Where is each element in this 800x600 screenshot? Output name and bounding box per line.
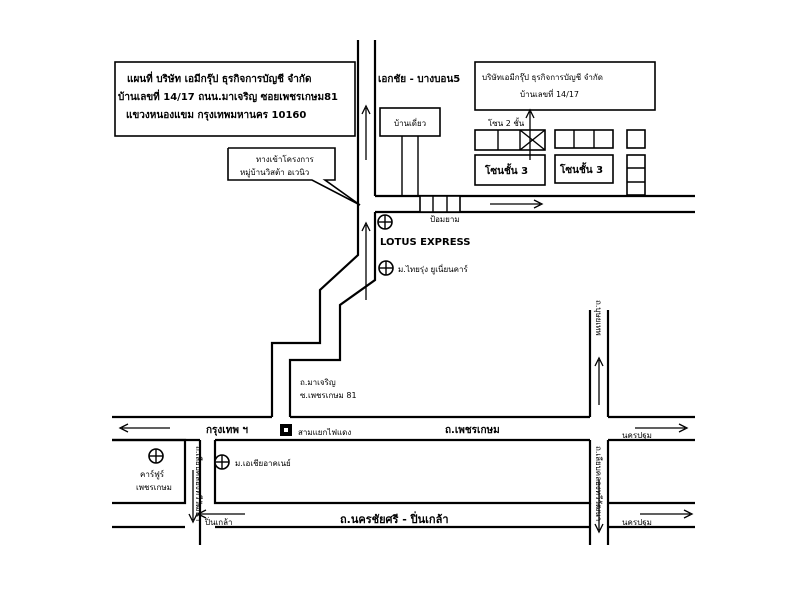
callout-company-line2: บ้านเลขที่ 14/17 xyxy=(520,88,579,99)
small-building-top xyxy=(626,129,646,149)
traffic-light-marker-inner xyxy=(284,428,288,432)
callout-main-line2: บ้านเลขที่ 14/17 ถนน.มาเจริญ ซอยเพชรเกษม… xyxy=(118,89,338,103)
label-macharoen-2: ซ.เพชรเกษม 81 xyxy=(300,391,357,400)
label-thai-rung: ม.ไทยรุ่ง ยูเนี่ยนคาร์ xyxy=(398,263,468,275)
label-left-vertical-road: ถ.เลียบคลองทวีวัฒนา xyxy=(194,446,203,521)
zone3-right-building xyxy=(554,154,614,184)
road-macharoen-right-edge xyxy=(288,212,377,417)
arrow-left-phetkasem xyxy=(118,423,170,433)
arrow-up-right-road xyxy=(594,356,604,405)
label-lotus-express: LOTUS EXPRESS xyxy=(380,237,471,248)
arrow-up-company xyxy=(525,108,535,160)
arrow-down-right-vertical xyxy=(594,480,604,534)
arrow-right-upper-road xyxy=(490,199,544,209)
label-pinklao: ปิ่นเกล้า xyxy=(204,516,232,527)
callout-main-line3: แขวงหนองแขม กรุงเทพมหานคร 10160 xyxy=(126,110,306,121)
label-right-vertical-road-top: ถ.บุษยเทพ xyxy=(594,300,603,336)
block-carrefour-outline xyxy=(112,438,187,505)
callout-main-line1: แผนที่ บริษัท เอมีกรุ๊ป ธุรกิจการบัญชี จ… xyxy=(127,71,311,85)
label-zone2: โซน 2 ชั้น xyxy=(488,117,525,128)
arrow-right-phetkasem xyxy=(635,423,689,433)
row-building-top xyxy=(554,129,614,149)
landmark-lotus-icon xyxy=(377,214,393,230)
guard-post xyxy=(419,195,461,213)
road-nakhonchaisri-top-edge xyxy=(213,440,592,505)
label-carfour-2: เพชรเกษม xyxy=(136,483,172,492)
arrow-down-left-vertical xyxy=(188,470,198,524)
arrow-right-nakhonchaisri xyxy=(640,509,694,519)
callout-entrance-line1: ทางเข้าโครงการ xyxy=(256,154,315,164)
tall-building-right xyxy=(626,154,646,196)
label-asia-academy: ม.เอเชียอาคเนย์ xyxy=(235,458,291,468)
label-guard-post: ป้อมยาม xyxy=(430,215,460,224)
zone2-building xyxy=(474,129,546,151)
label-ekachai-bangbon: เอกชัย - บางบอน5 xyxy=(378,73,460,85)
arrow-up-macharoen xyxy=(361,221,371,300)
label-zone3-left: โซนชั้น 3 xyxy=(484,163,528,177)
label-bangkok: กรุงเทพ ฯ xyxy=(206,425,248,436)
house-ban-diao xyxy=(379,107,441,137)
label-nakhon-chaisri: ถ.นครชัยศรี - ปิ่นเกล้า xyxy=(340,511,449,526)
callout-company-line1: บริษัทเอมีกรุ๊ป ธุรกิจการบัญชี จำกัด xyxy=(482,72,603,82)
label-nakhon-pathom-bottom: นครปฐม xyxy=(622,518,652,527)
label-sam-yaek: สามแยกไฟแดง xyxy=(298,428,351,437)
road-macharoen-left-edge xyxy=(270,205,360,417)
landmark-thai-rung-icon xyxy=(378,260,394,276)
landmark-carrefour-icon xyxy=(148,448,164,464)
arrow-left-nakhonchaisri xyxy=(196,509,245,519)
landmark-asia-academy-icon xyxy=(214,454,230,470)
callout-main-box xyxy=(114,61,356,137)
callout-entrance-box xyxy=(227,147,361,206)
label-nakhon-pathom-top: นครปฐม xyxy=(622,431,652,440)
label-macharoen-1: ถ.มาเจริญ xyxy=(300,378,336,387)
target-x-2 xyxy=(519,129,546,151)
callout-entrance-line2: หมู่บ้านวิสต้า อเวนิว xyxy=(240,168,309,178)
label-zone3-right: โซนชั้น 3 xyxy=(559,162,603,176)
zone3-left-building xyxy=(474,154,546,186)
label-phetkasem: ถ.เพชรเกษม xyxy=(445,425,500,436)
arrow-up-soi xyxy=(361,104,371,160)
callout-company-box xyxy=(474,61,656,111)
label-carfour-1: คาร์ฟูร์ xyxy=(140,469,165,480)
label-ban-diao: บ้านเดี่ยว xyxy=(394,117,426,128)
